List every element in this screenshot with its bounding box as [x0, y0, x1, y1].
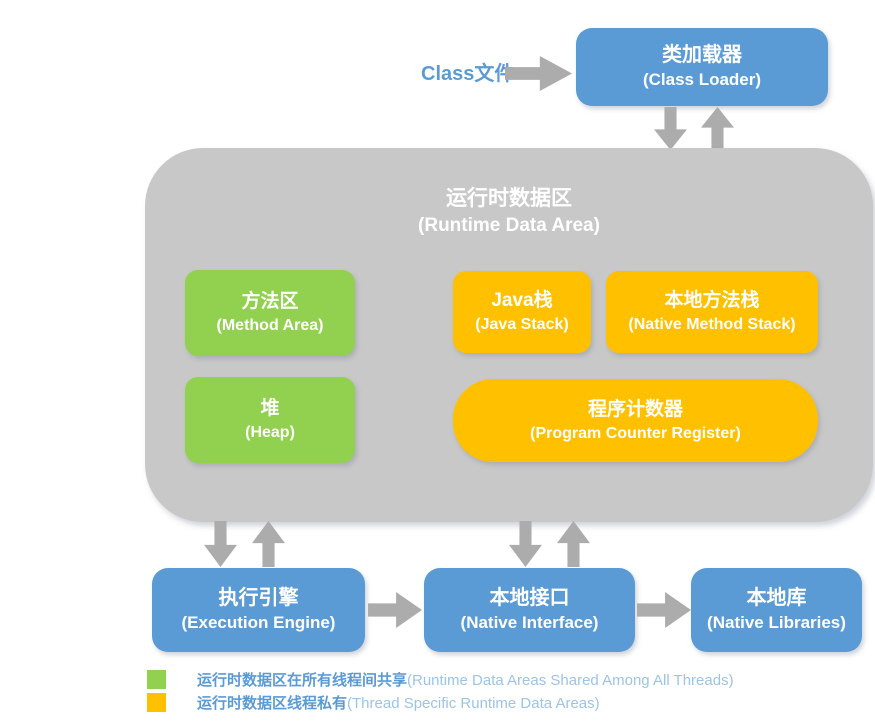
class-loader-title: 类加载器 — [662, 44, 742, 67]
runtime-data-area-title: 运行时数据区 (Runtime Data Area) — [145, 184, 873, 240]
legend-swatch-orange-icon — [147, 693, 166, 712]
legend-shared-en: (Runtime Data Areas Shared Among All Thr… — [407, 672, 734, 689]
heap-box: 堆 (Heap) — [185, 377, 355, 463]
legend-label-private: 运行时数据区线程私有(Thread Specific Runtime Data … — [197, 692, 600, 713]
runtime-title-zh: 运行时数据区 — [446, 187, 572, 210]
heap-title: 堆 — [260, 398, 280, 420]
arrow-down-runtime-to-interface-icon — [509, 521, 542, 567]
method-area-title: 方法区 — [241, 291, 299, 313]
arrow-up-runtime-to-loader-icon — [701, 107, 734, 150]
arrow-down-loader-to-runtime-icon — [654, 107, 687, 150]
java-stack-title: Java栈 — [491, 290, 553, 312]
arrow-right-classfile-to-loader-icon — [505, 56, 572, 91]
legend-private-zh: 运行时数据区线程私有 — [197, 695, 348, 712]
arrow-right-interface-to-libraries-icon — [637, 592, 691, 628]
program-counter-title: 程序计数器 — [587, 398, 683, 420]
execution-engine-box: 执行引擎 (Execution Engine) — [152, 568, 365, 652]
native-interface-title: 本地接口 — [489, 587, 570, 610]
native-method-stack-title: 本地方法栈 — [664, 290, 760, 312]
arrow-down-runtime-to-engine-icon — [204, 521, 237, 567]
java-stack-box: Java栈 (Java Stack) — [453, 271, 591, 353]
arrow-up-engine-to-runtime-icon — [252, 521, 285, 567]
legend-shared-zh: 运行时数据区在所有线程间共享 — [197, 672, 408, 689]
native-libraries-subtitle: (Native Libraries) — [707, 613, 846, 633]
runtime-title-en: (Runtime Data Area) — [418, 215, 600, 237]
native-libraries-box: 本地库 (Native Libraries) — [691, 568, 862, 652]
program-counter-subtitle: (Program Counter Register) — [530, 424, 741, 442]
class-file-label: Class文件 — [421, 63, 515, 85]
legend: 运行时数据区在所有线程间共享(Runtime Data Areas Shared… — [147, 668, 734, 714]
native-libraries-title: 本地库 — [746, 587, 807, 610]
method-area-box: 方法区 (Method Area) — [185, 270, 355, 356]
native-interface-box: 本地接口 (Native Interface) — [424, 568, 635, 652]
class-loader-subtitle: (Class Loader) — [642, 70, 762, 90]
execution-engine-title: 执行引擎 — [218, 587, 299, 610]
legend-label-shared: 运行时数据区在所有线程间共享(Runtime Data Areas Shared… — [197, 669, 734, 690]
native-interface-subtitle: (Native Interface) — [460, 613, 599, 633]
arrow-right-engine-to-interface-icon — [368, 592, 422, 628]
legend-row-shared: 运行时数据区在所有线程间共享(Runtime Data Areas Shared… — [147, 668, 734, 691]
native-method-stack-subtitle: (Native Method Stack) — [628, 316, 796, 334]
native-method-stack-box: 本地方法栈 (Native Method Stack) — [606, 271, 818, 353]
legend-private-en: (Thread Specific Runtime Data Areas) — [347, 695, 600, 712]
heap-subtitle: (Heap) — [245, 424, 295, 442]
execution-engine-subtitle: (Execution Engine) — [181, 613, 336, 633]
legend-swatch-green-icon — [147, 670, 166, 689]
method-area-subtitle: (Method Area) — [216, 317, 324, 335]
arrow-up-interface-to-runtime-icon — [557, 521, 590, 567]
program-counter-box: 程序计数器 (Program Counter Register) — [453, 379, 818, 462]
legend-row-private: 运行时数据区线程私有(Thread Specific Runtime Data … — [147, 691, 734, 714]
class-loader-box: 类加载器 (Class Loader) — [576, 28, 828, 106]
java-stack-subtitle: (Java Stack) — [475, 316, 569, 334]
